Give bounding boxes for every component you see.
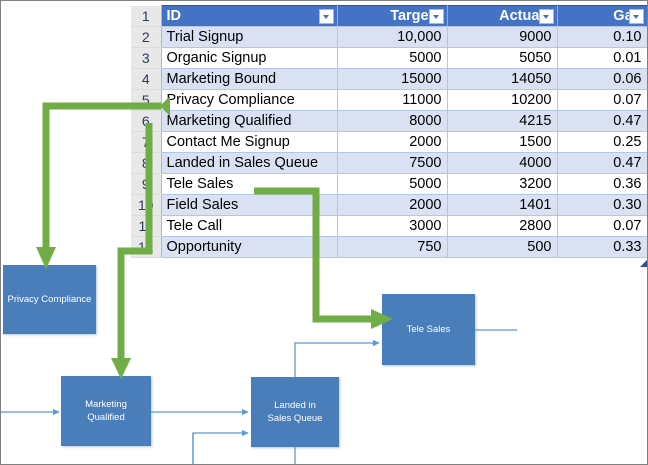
cell-targets[interactable]: 5000 — [337, 173, 448, 195]
cell-gap[interactable]: 0.47 — [557, 152, 647, 174]
cell-gap[interactable]: 0.01 — [557, 47, 647, 69]
column-header-gap[interactable]: Gap — [557, 5, 647, 27]
row-number[interactable]: 10 — [131, 194, 162, 216]
cell-id[interactable]: Tele Sales — [161, 173, 338, 195]
cell-targets[interactable]: 2000 — [337, 131, 448, 153]
cell-actuals[interactable]: 5050 — [447, 47, 558, 69]
cell-gap[interactable]: 0.33 — [557, 236, 647, 258]
node-label-line1: Marketing — [85, 399, 127, 410]
node-label-line1: Landed in — [274, 400, 316, 411]
cell-actuals[interactable]: 3200 — [447, 173, 558, 195]
filter-dropdown-gap-icon[interactable] — [628, 9, 644, 24]
filter-dropdown-targets-icon[interactable] — [428, 9, 444, 24]
filter-dropdown-actuals-icon[interactable] — [538, 9, 554, 24]
cell-targets[interactable]: 3000 — [337, 215, 448, 237]
filter-dropdown-id-icon[interactable] — [318, 9, 334, 24]
cell-targets[interactable]: 2000 — [337, 194, 448, 216]
chevron-down-icon — [542, 15, 549, 19]
row-number[interactable]: 5 — [131, 89, 162, 111]
cell-id[interactable]: Privacy Compliance — [161, 89, 338, 111]
cell-id[interactable]: Opportunity — [161, 236, 338, 258]
diagram-node-marketing-qualified[interactable]: Marketing Qualified — [61, 376, 151, 446]
chevron-down-icon — [322, 15, 329, 19]
column-header-targets[interactable]: Targets — [337, 5, 448, 27]
row-number-header[interactable]: 1 — [131, 5, 162, 27]
cell-targets[interactable]: 750 — [337, 236, 448, 258]
cell-gap[interactable]: 0.25 — [557, 131, 647, 153]
cell-actuals[interactable]: 10200 — [447, 89, 558, 111]
diagram-node-tele-sales[interactable]: Tele Sales — [382, 294, 475, 365]
cell-gap[interactable]: 0.06 — [557, 68, 647, 90]
column-header-label: ID — [166, 8, 182, 24]
cell-actuals[interactable]: 1401 — [447, 194, 558, 216]
row-number[interactable]: 2 — [131, 26, 162, 48]
column-header-label: Actuals — [499, 8, 552, 24]
column-header-id[interactable]: ID — [161, 5, 338, 27]
node-label-marketing-qualified: Marketing Qualified — [85, 398, 127, 424]
cell-actuals[interactable]: 9000 — [447, 26, 558, 48]
diagram-node-privacy-compliance[interactable]: Privacy Compliance — [3, 265, 96, 334]
chevron-down-icon — [632, 15, 639, 19]
table-resize-handle[interactable] — [640, 260, 647, 267]
row-number[interactable]: 12 — [131, 236, 162, 258]
row-number[interactable]: 7 — [131, 131, 162, 153]
connector-bottom-to-landed — [192, 429, 249, 464]
cell-id[interactable]: Tele Call — [161, 215, 338, 237]
cell-id[interactable]: Landed in Sales Queue — [161, 152, 338, 174]
cell-targets[interactable]: 7500 — [337, 152, 448, 174]
node-label-tele-sales: Tele Sales — [406, 324, 451, 335]
cell-id[interactable]: Field Sales — [161, 194, 338, 216]
cell-gap[interactable]: 0.30 — [557, 194, 647, 216]
cell-id[interactable]: Organic Signup — [161, 47, 338, 69]
cell-actuals[interactable]: 500 — [447, 236, 558, 258]
diagram-node-landed-in-sales-queue[interactable]: Landed in Sales Queue — [251, 377, 339, 447]
cell-actuals[interactable]: 1500 — [447, 131, 558, 153]
chevron-down-icon — [432, 15, 439, 19]
cell-actuals[interactable]: 4215 — [447, 110, 558, 132]
cell-gap[interactable]: 0.36 — [557, 173, 647, 195]
node-label-line2: Qualified — [87, 412, 125, 423]
cell-targets[interactable]: 5000 — [337, 47, 448, 69]
cell-gap[interactable]: 0.47 — [557, 110, 647, 132]
row-number[interactable]: 6 — [131, 110, 162, 132]
row-number[interactable]: 9 — [131, 173, 162, 195]
node-label-privacy-compliance: Privacy Compliance — [7, 294, 92, 305]
cell-id[interactable]: Trial Signup — [161, 26, 338, 48]
cell-id[interactable]: Marketing Bound — [161, 68, 338, 90]
row-number[interactable]: 4 — [131, 68, 162, 90]
cell-gap[interactable]: 0.07 — [557, 215, 647, 237]
row-number[interactable]: 3 — [131, 47, 162, 69]
cell-id[interactable]: Marketing Qualified — [161, 110, 338, 132]
cell-targets[interactable]: 15000 — [337, 68, 448, 90]
node-label-landed-in-sales-queue: Landed in Sales Queue — [268, 399, 323, 425]
row-number[interactable]: 11 — [131, 215, 162, 237]
cell-id[interactable]: Contact Me Signup — [161, 131, 338, 153]
cell-actuals[interactable]: 4000 — [447, 152, 558, 174]
cell-actuals[interactable]: 14050 — [447, 68, 558, 90]
node-label-line2: Sales Queue — [267, 413, 323, 424]
cell-actuals[interactable]: 2800 — [447, 215, 558, 237]
row-number[interactable]: 8 — [131, 152, 162, 174]
cell-targets[interactable]: 11000 — [337, 89, 448, 111]
cell-gap[interactable]: 0.10 — [557, 26, 647, 48]
connector-landed-to-telesales — [294, 339, 380, 377]
cell-targets[interactable]: 8000 — [337, 110, 448, 132]
column-header-actuals[interactable]: Actuals — [447, 5, 558, 27]
cell-gap[interactable]: 0.07 — [557, 89, 647, 111]
cell-targets[interactable]: 10,000 — [337, 26, 448, 48]
